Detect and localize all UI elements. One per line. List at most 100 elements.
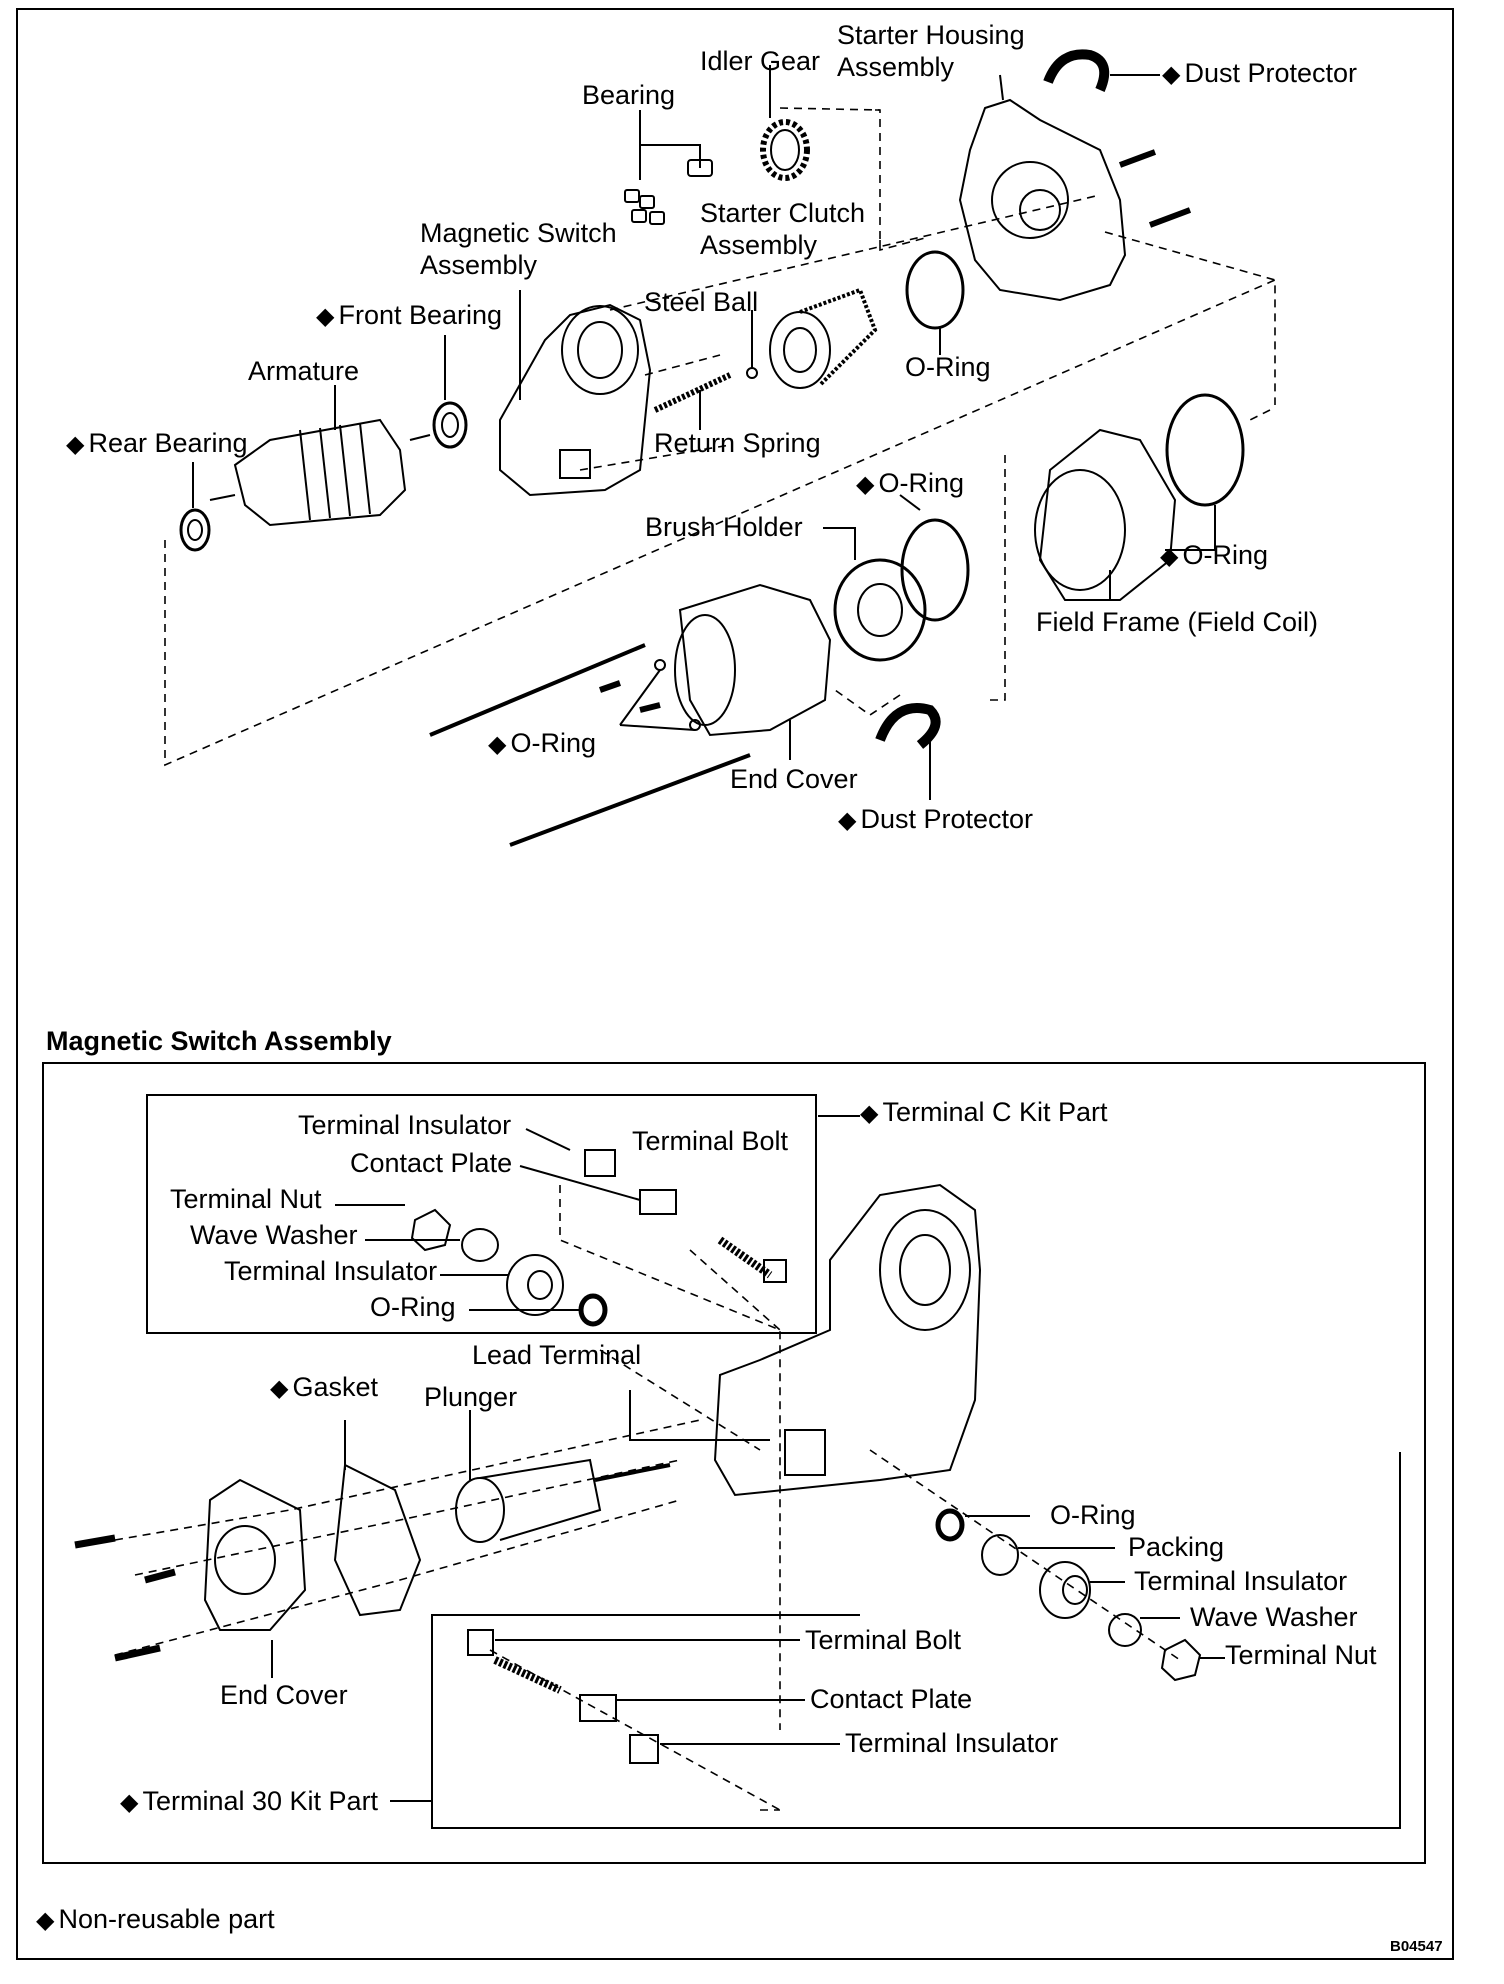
bearing-part (624, 159, 713, 225)
label-dust-protector-top: ◆Dust Protector (1162, 58, 1358, 88)
plunger-part (455, 1458, 671, 1543)
label-wave-washer-a: Wave Washer (190, 1220, 358, 1250)
label-magnetic-switch-assembly: Assembly (420, 250, 538, 280)
idler-gear-part (760, 119, 810, 181)
label-o-ring-upper: O-Ring (905, 352, 991, 382)
end-cover-bolt (144, 1568, 176, 1584)
end-cover-lower-part (203, 1478, 307, 1631)
label-o-ring-bolts: ◆O-Ring (488, 728, 596, 758)
label-steel-ball: Steel Ball (644, 287, 759, 317)
label-terminal-30-kit: ◆Terminal 30 Kit Part (120, 1786, 379, 1816)
contact-plate-c-part (639, 1189, 677, 1215)
label-return-spring: Return Spring (654, 428, 821, 458)
o-ring-right-part (1165, 393, 1245, 507)
non-reusable-diamond-icon: ◆ (860, 1100, 879, 1127)
legend: ◆Non-reusable part (36, 1904, 275, 1936)
end-cover-bolt (74, 1534, 116, 1549)
label-contact-plate-b: Contact Plate (810, 1684, 973, 1714)
label-field-frame: Field Frame (Field Coil) (1036, 607, 1319, 637)
non-reusable-diamond-icon: ◆ (66, 431, 85, 458)
non-reusable-diamond-icon: ◆ (856, 471, 875, 498)
brush-holder-part (833, 558, 927, 662)
label-gasket: ◆Gasket (270, 1372, 379, 1402)
label-terminal-bolt-b: Terminal Bolt (805, 1625, 962, 1655)
label-dust-protector-bottom: ◆Dust Protector (838, 804, 1034, 834)
end-cover-upper-part (674, 583, 832, 737)
return-spring-part (653, 372, 732, 413)
label-terminal-c-kit: ◆Terminal C Kit Part (860, 1097, 1108, 1127)
non-reusable-diamond-icon: ◆ (488, 731, 507, 758)
terminal-insulator-b-part (506, 1254, 564, 1316)
label-wave-washer-b: Wave Washer (1190, 1602, 1358, 1632)
starter-housing-part (958, 98, 1127, 302)
legend-text: Non-reusable part (58, 1904, 275, 1934)
label-rear-bearing: ◆Rear Bearing (66, 428, 248, 458)
label-idler-gear: Idler Gear (700, 46, 821, 76)
section-title: Magnetic Switch Assembly (46, 1026, 392, 1056)
gasket-part (333, 1463, 422, 1617)
label-brush-holder: Brush Holder (645, 512, 803, 542)
magnetic-switch-part (499, 303, 652, 497)
terminal-insulator-30-part (1039, 1561, 1091, 1619)
dust-protector-top-part (1043, 49, 1110, 92)
terminal-insulator-c-part (584, 1149, 616, 1177)
label-plunger: Plunger (424, 1382, 518, 1412)
label-o-ring-right: ◆O-Ring (1160, 540, 1268, 570)
figure-code: B04547 (1390, 1938, 1443, 1955)
o-ring-c-part (578, 1293, 608, 1327)
label-armature: Armature (248, 356, 360, 386)
front-bearing-part (432, 401, 468, 449)
label-starter-housing-assembly: Assembly (837, 52, 955, 82)
non-reusable-diamond-icon: ◆ (270, 1375, 289, 1402)
terminal-bolt-c-part (717, 1236, 773, 1279)
label-terminal-insulator-c: Terminal Insulator (1134, 1566, 1348, 1596)
starter-clutch-part (769, 287, 878, 389)
terminal-c-kit-box (146, 1094, 817, 1334)
terminal-insulator-d-part (629, 1734, 659, 1764)
terminal-nut-30-part (1160, 1638, 1202, 1682)
label-terminal-insulator-a: Terminal Insulator (298, 1110, 512, 1140)
end-cover-bolt (114, 1644, 161, 1662)
label-terminal-bolt-a: Terminal Bolt (632, 1126, 789, 1156)
dust-protector-bottom-part (875, 703, 941, 749)
label-bearing: Bearing (582, 80, 676, 110)
through-bolt (509, 753, 751, 847)
label-terminal-nut-a: Terminal Nut (170, 1184, 322, 1214)
label-contact-plate-a: Contact Plate (350, 1148, 513, 1178)
non-reusable-diamond-icon: ◆ (1162, 61, 1181, 88)
rear-bearing-part (179, 508, 211, 552)
armature-part (209, 418, 431, 527)
non-reusable-diamond-icon: ◆ (1160, 543, 1179, 570)
label-o-ring-field: ◆O-Ring (856, 468, 964, 498)
assembly-guide-lines (164, 107, 1276, 767)
label-magnetic-switch: Magnetic Switch (420, 218, 617, 248)
label-terminal-insulator-b: Terminal Insulator (224, 1256, 438, 1286)
label-starter-clutch-assembly: Assembly (700, 230, 818, 260)
label-packing: Packing (1128, 1532, 1225, 1562)
contact-plate-30-part (579, 1694, 617, 1722)
terminal-30-kit-box (431, 1452, 1401, 1829)
non-reusable-diamond-icon: ◆ (36, 1907, 55, 1934)
magnetic-switch-housing-part (713, 1183, 982, 1497)
through-bolt (429, 643, 646, 737)
label-starter-clutch: Starter Clutch (700, 198, 866, 228)
o-ring-field-part (900, 518, 970, 622)
packing-part (981, 1534, 1019, 1576)
label-end-cover-upper: End Cover (730, 764, 858, 794)
o-ring-30-part (935, 1508, 965, 1542)
wave-washer-30-part (1108, 1613, 1142, 1647)
field-frame-part (1034, 428, 1177, 601)
terminal-nut-c-part (410, 1208, 452, 1252)
label-end-cover-lower: End Cover (220, 1680, 348, 1710)
label-terminal-nut-b: Terminal Nut (1225, 1640, 1377, 1670)
non-reusable-diamond-icon: ◆ (838, 807, 857, 834)
non-reusable-diamond-icon: ◆ (316, 303, 335, 330)
non-reusable-diamond-icon: ◆ (120, 1789, 139, 1816)
label-lead-terminal: Lead Terminal (472, 1340, 642, 1370)
magnetic-switch-section-box (42, 1062, 1426, 1864)
wave-washer-c-part (461, 1228, 499, 1262)
label-o-ring-b: O-Ring (1050, 1500, 1136, 1530)
label-terminal-insulator-d: Terminal Insulator (845, 1728, 1059, 1758)
page-frame (16, 8, 1454, 1960)
